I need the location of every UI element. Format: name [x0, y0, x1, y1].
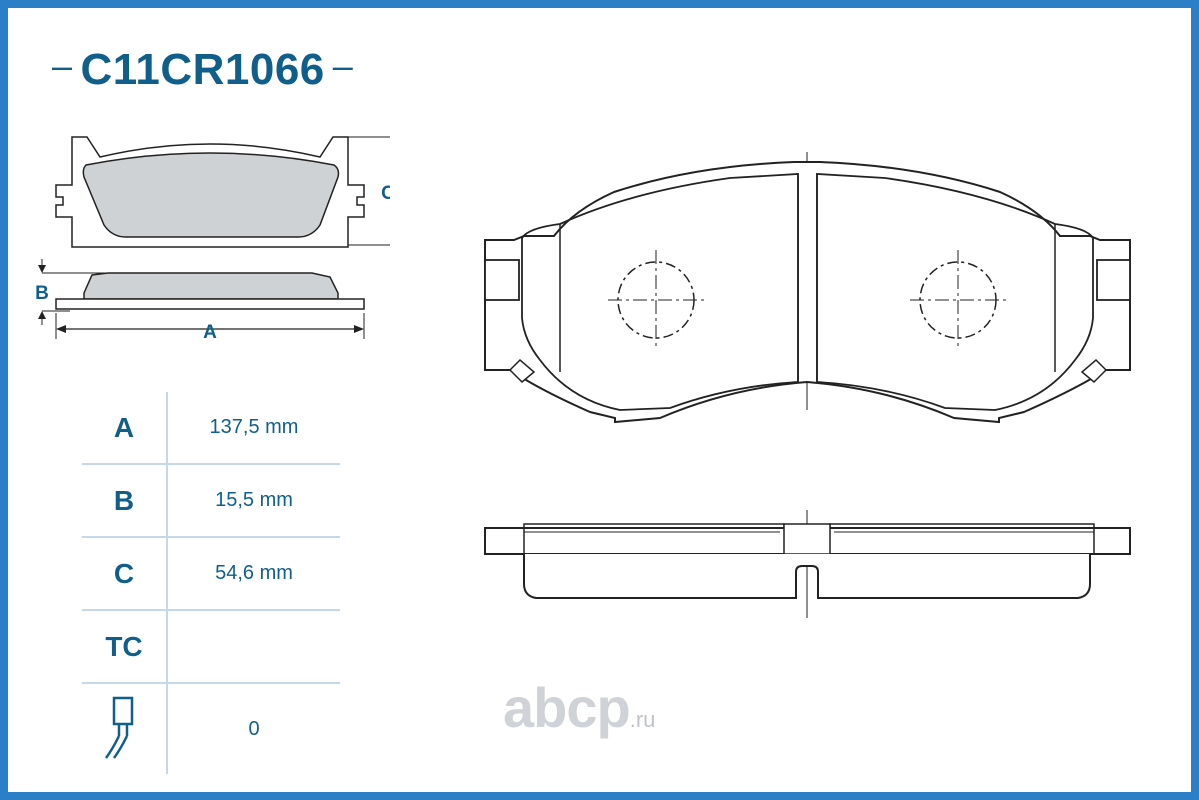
- spec-key: TC: [82, 611, 168, 682]
- spec-value: 137,5 mm: [209, 416, 299, 438]
- spec-key: A: [82, 392, 168, 463]
- backing-plate-outline: [484, 161, 1131, 424]
- side-friction-block: [523, 554, 1091, 599]
- friction-outline-right: [816, 173, 1094, 411]
- spec-row-b: B 15,5 mm: [82, 465, 340, 538]
- page-title: –C11CR1066–: [44, 38, 361, 98]
- title-dash-right: –: [332, 45, 354, 86]
- right-ear: [1096, 259, 1131, 301]
- spec-table: A 137,5 mm B 15,5 mm C 54,6 mm TC 0: [82, 392, 340, 774]
- part-number: C11CR1066: [80, 45, 325, 94]
- spec-row-c: C 54,6 mm: [82, 538, 340, 611]
- spec-row-sensor: 0: [82, 684, 340, 774]
- dim-c-label: C: [381, 183, 390, 204]
- dim-a-label: A: [203, 322, 217, 343]
- spec-value: 15,5 mm: [215, 489, 293, 511]
- friction-outline: [521, 173, 799, 411]
- small-friction-material: [82, 152, 340, 238]
- small-side-plate: [55, 298, 365, 310]
- spec-row-tc: TC: [82, 611, 340, 684]
- watermark-brand: abcp: [503, 676, 631, 739]
- dimension-diagram: C B A: [35, 136, 390, 343]
- spec-value: 54,6 mm: [215, 562, 293, 584]
- spec-key: C: [82, 538, 168, 609]
- watermark-logo: abcp.ru: [503, 680, 655, 748]
- title-dash-left: –: [52, 45, 73, 86]
- spec-value: [168, 611, 340, 682]
- pad-side-view: [484, 510, 1131, 618]
- wear-sensor-icon: [104, 696, 134, 759]
- small-side-friction: [83, 272, 339, 300]
- left-ear: [484, 259, 520, 301]
- spec-value: 0: [248, 717, 260, 740]
- spec-key: B: [82, 465, 168, 536]
- watermark-tld: .ru: [629, 707, 656, 732]
- pad-front-view: [484, 152, 1131, 424]
- dim-b-label: B: [35, 283, 49, 304]
- spec-row-a: A 137,5 mm: [82, 392, 340, 465]
- spec-key-sensor: [82, 684, 168, 774]
